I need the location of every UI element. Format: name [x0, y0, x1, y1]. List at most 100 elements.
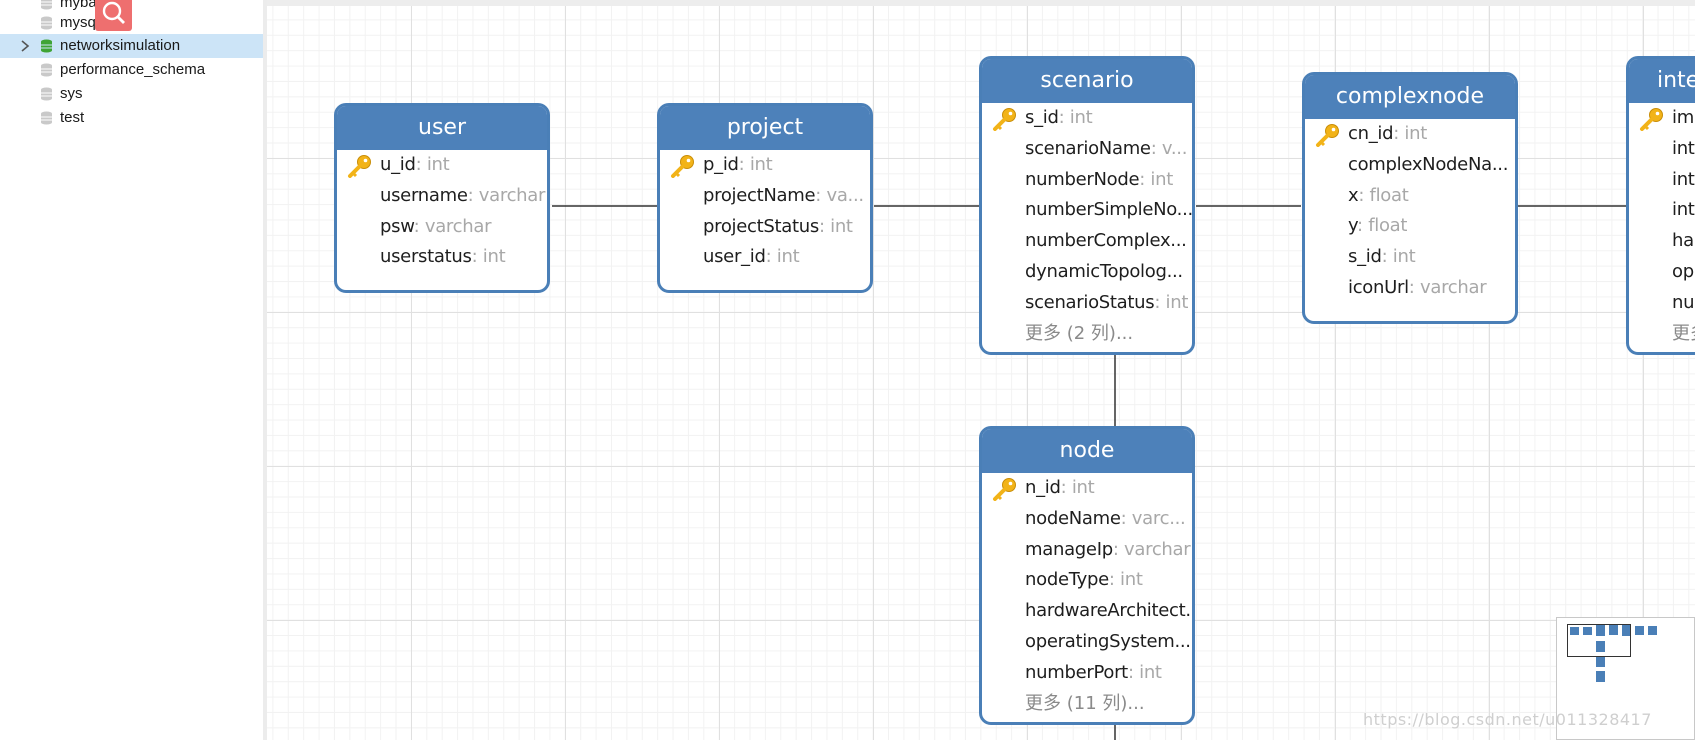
- entity-field[interactable]: scenarioStatus: int: [982, 288, 1192, 319]
- field-name: s_id: [1348, 246, 1382, 268]
- entity-field[interactable]: s_id: int: [1305, 242, 1515, 273]
- database-icon: [41, 87, 52, 101]
- primary-key-icon: [993, 478, 1016, 501]
- entity-field[interactable]: hardwareArchitect...: [982, 596, 1192, 627]
- field-type: : float: [1357, 215, 1408, 237]
- tree-item-mybatis[interactable]: mybatis: [0, 0, 263, 15]
- field-name: hardwareArchitect...: [1025, 600, 1192, 622]
- field-type: : int: [471, 246, 506, 268]
- field-name: numberPort: [1025, 661, 1128, 683]
- entity-field[interactable]: s_id: int: [982, 103, 1192, 134]
- tree-item-label: sys: [60, 85, 83, 102]
- diagram-minimap[interactable]: [1556, 617, 1695, 740]
- tree-item-mysql[interactable]: mysql: [0, 11, 263, 35]
- entity-project[interactable]: project p_id: int projectName: va... pro…: [657, 103, 873, 293]
- entity-field[interactable]: x: float: [1305, 181, 1515, 212]
- more-columns-link[interactable]: 更多 (2 列)...: [1025, 322, 1134, 344]
- field-name: im: [1672, 107, 1694, 128]
- database-icon: [41, 63, 52, 77]
- field-name: op: [1672, 260, 1694, 282]
- entity-field[interactable]: int: [1629, 134, 1695, 165]
- field-name: int: [1672, 137, 1695, 159]
- er-diagram-canvas[interactable]: user u_id: int username: varchar psw: va…: [267, 0, 1695, 740]
- field-type: : varchar: [1112, 538, 1191, 560]
- field-type: : int: [1393, 123, 1427, 144]
- field-name: nodeType: [1025, 569, 1109, 591]
- tree-item-label: mysql: [60, 14, 100, 31]
- entity-field[interactable]: numberNode: int: [982, 165, 1192, 196]
- database-icon: [41, 111, 52, 125]
- entity-field[interactable]: y: float: [1305, 211, 1515, 242]
- entity-field[interactable]: nodeName: varc...: [982, 504, 1192, 535]
- minimap-entity: [1596, 656, 1605, 667]
- field-name: x: [1348, 184, 1359, 206]
- entity-field[interactable]: manageIp: varchar: [982, 535, 1192, 566]
- field-name: user_id: [703, 246, 766, 268]
- entity-field[interactable]: operatingSystem...: [982, 627, 1192, 658]
- chevron-right-icon[interactable]: [18, 38, 32, 54]
- field-name: nodeName: [1025, 507, 1121, 529]
- entity-field[interactable]: psw: varchar: [337, 212, 547, 243]
- entity-title: node: [982, 429, 1192, 473]
- field-type: : int: [818, 215, 853, 237]
- tree-item-networksimulation[interactable]: networksimulation: [0, 34, 263, 58]
- more-columns-link[interactable]: 更多 (11 列)...: [1025, 692, 1145, 714]
- entity-field[interactable]: numberSimpleNo...: [982, 195, 1192, 226]
- entity-field[interactable]: userstatus: int: [337, 242, 547, 273]
- field-name: projectName: [703, 184, 816, 206]
- field-type: : int: [1154, 291, 1189, 313]
- field-name: n_id: [1025, 477, 1061, 498]
- tree-item-label: mybatis: [60, 0, 112, 11]
- entity-field[interactable]: im: [1629, 103, 1695, 134]
- primary-key-icon: [348, 155, 371, 178]
- tree-item-sys[interactable]: sys: [0, 82, 263, 106]
- entity-field[interactable]: projectName: va...: [660, 181, 870, 212]
- search-overlay-button[interactable]: [95, 0, 132, 31]
- entity-field[interactable]: u_id: int: [337, 150, 547, 181]
- field-name: p_id: [703, 154, 739, 175]
- field-type: : int: [1139, 168, 1173, 190]
- entity-field[interactable]: numberComplex...: [982, 226, 1192, 257]
- more-columns-link[interactable]: 更多: [1672, 322, 1695, 344]
- minimap-entity: [1570, 627, 1579, 635]
- entity-field[interactable]: scenarioName: v...: [982, 134, 1192, 165]
- field-name: int: [1672, 168, 1695, 190]
- field-type: : int: [1060, 477, 1095, 498]
- entity-field[interactable]: nodeType: int: [982, 565, 1192, 596]
- entity-scenario[interactable]: scenario s_id: int scenarioName: v... nu…: [979, 56, 1195, 355]
- minimap-viewport[interactable]: [1567, 624, 1631, 657]
- entity-interface[interactable]: inte im int int int ha op nu 更多: [1626, 56, 1695, 355]
- tree-item-performance-schema[interactable]: performance_schema: [0, 58, 263, 82]
- entity-field[interactable]: iconUrl: varchar: [1305, 273, 1515, 304]
- entity-field[interactable]: projectStatus: int: [660, 212, 870, 243]
- entity-field[interactable]: cn_id: int: [1305, 119, 1515, 150]
- entity-node[interactable]: node n_id: int nodeName: varc... manageI…: [979, 426, 1195, 725]
- entity-field[interactable]: dynamicTopolog...: [982, 257, 1192, 288]
- field-type: : int: [1381, 246, 1416, 268]
- database-tree-sidebar: mybatis mysql networksimulation performa…: [0, 0, 263, 740]
- entity-field[interactable]: ha: [1629, 226, 1695, 257]
- field-type: : int: [1108, 569, 1143, 591]
- entity-field[interactable]: numberPort: int: [982, 658, 1192, 689]
- tree-item-test[interactable]: test: [0, 106, 263, 130]
- field-name: complexNodeNa...: [1348, 153, 1509, 175]
- relation-lines: [552, 205, 1627, 740]
- minimap-entity: [1583, 627, 1592, 635]
- entity-field[interactable]: p_id: int: [660, 150, 870, 181]
- entity-field[interactable]: op: [1629, 257, 1695, 288]
- entity-field[interactable]: user_id: int: [660, 242, 870, 273]
- tree-item-label: performance_schema: [60, 61, 206, 78]
- entity-user[interactable]: user u_id: int username: varchar psw: va…: [334, 103, 550, 293]
- entity-complexnode[interactable]: complexnode cn_id: int complexNodeNa... …: [1302, 72, 1518, 324]
- field-type: : float: [1358, 184, 1409, 206]
- sidebar-splitter[interactable]: [263, 0, 267, 740]
- entity-field[interactable]: complexNodeNa...: [1305, 150, 1515, 181]
- minimap-entity: [1596, 641, 1605, 652]
- database-icon: [41, 16, 52, 30]
- entity-field[interactable]: int: [1629, 165, 1695, 196]
- entity-field[interactable]: n_id: int: [982, 473, 1192, 504]
- entity-field[interactable]: nu: [1629, 288, 1695, 319]
- minimap-entity: [1622, 625, 1631, 636]
- entity-field[interactable]: username: varchar: [337, 181, 547, 212]
- entity-field[interactable]: int: [1629, 195, 1695, 226]
